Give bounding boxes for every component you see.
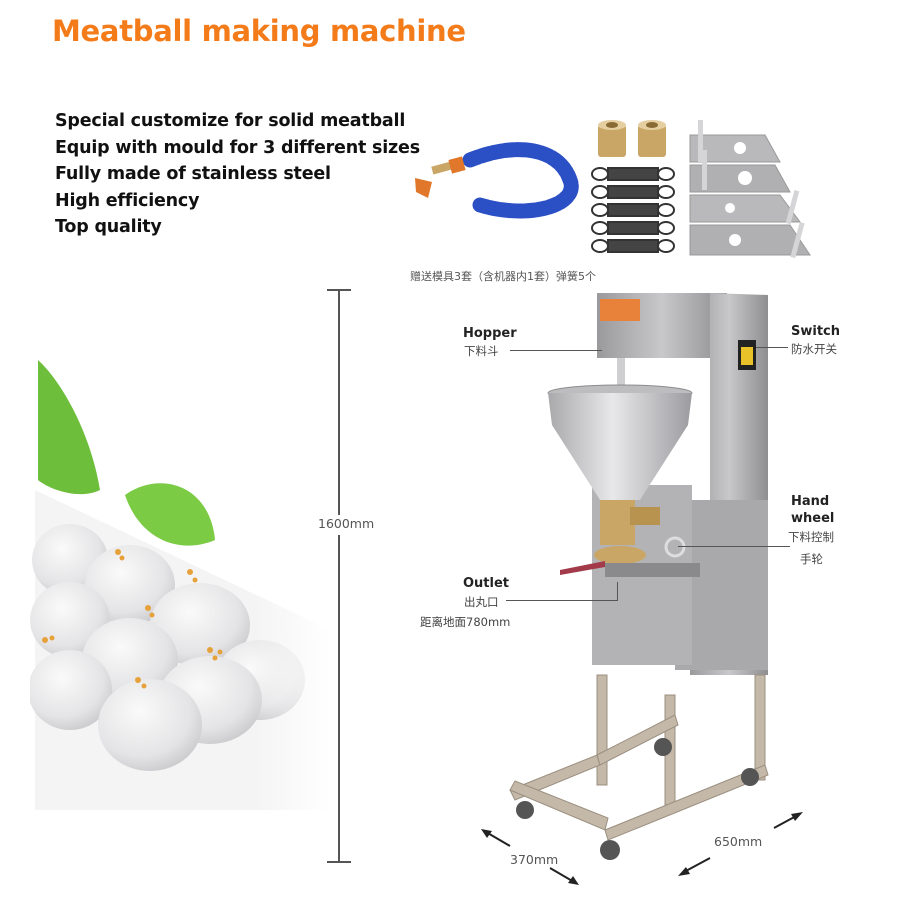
accessories-image [415, 120, 811, 259]
hand-wheel-pointer-line [678, 546, 790, 547]
width-arrow-icon [678, 812, 803, 876]
height-dimension-label: 1600mm [318, 516, 375, 531]
feature-item: High efficiency [55, 190, 200, 211]
hand-wheel-icon [664, 536, 686, 558]
feature-item: Fully made of stainless steel [55, 164, 331, 184]
height-dimension-cap-bottom [327, 861, 351, 863]
hopper-pointer-line [510, 350, 602, 351]
hopper-label: Hopper [463, 326, 517, 341]
hand-wheel-label-cn2: 手轮 [800, 552, 823, 566]
feature-item: Equip with mould for 3 different sizes [55, 137, 420, 158]
outlet-label: Outlet [463, 576, 510, 591]
outlet-pointer-line-vertical [617, 582, 618, 601]
height-dimension-line-bottom [338, 535, 340, 862]
machine-image [509, 293, 769, 860]
outlet-label-cn: 出丸口 [464, 595, 499, 609]
hand-wheel-label-line2: wheel [791, 511, 835, 526]
coolant-hose-icon [415, 142, 579, 219]
switch-label-cn: 防水开关 [791, 342, 837, 356]
hopper-label-cn: 下料斗 [464, 344, 499, 358]
feature-list: Special customize for solid meatball Equ… [55, 108, 420, 241]
brand-label-icon [600, 299, 640, 321]
accessories-caption: 赠送模具3套（含机器内1套）弹簧5个 [410, 270, 596, 283]
width-dimension-label: 650mm [714, 834, 763, 849]
feature-item: Special customize for solid meatball [55, 111, 406, 131]
height-dimension-line-top [338, 290, 340, 515]
height-dimension-cap-top [327, 289, 351, 291]
mould-plate-icon [689, 120, 811, 259]
feature-item: Top quality [55, 217, 162, 237]
switch-label: Switch [791, 324, 841, 339]
caster-wheel-icon [516, 738, 759, 860]
spring-icon [591, 167, 675, 253]
outlet-height-note: 距离地面780mm [420, 615, 511, 629]
meatball-photo [30, 340, 330, 810]
page-title: Meatball making machine [52, 14, 466, 48]
hopper-icon [548, 393, 692, 500]
depth-dimension-label: 370mm [510, 852, 559, 867]
outlet-pointer-line [506, 600, 618, 601]
hand-wheel-label-line1: Hand [791, 494, 830, 509]
switch-pointer-line [756, 347, 788, 348]
hand-wheel-label-cn1: 下料控制 [788, 530, 834, 544]
brass-bushing-icon [598, 120, 666, 157]
depth-arrow-icon [481, 829, 579, 885]
